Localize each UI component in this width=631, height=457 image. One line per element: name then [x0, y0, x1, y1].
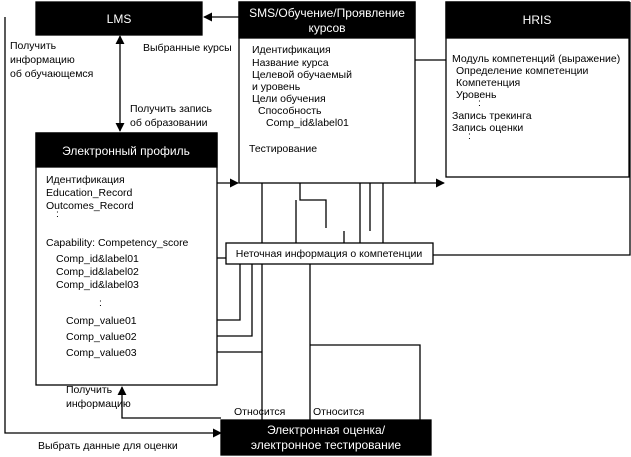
line-lms-to-assessment	[4, 17, 222, 438]
annot-get-edu-record-2: об образовании	[130, 117, 208, 129]
fuzzy-info-box: Неточная информация о компетенции	[225, 242, 434, 265]
profile-label-02: Comp_id&label02	[56, 266, 139, 278]
profile-label-01: Comp_id&label01	[56, 253, 139, 265]
annot-selected-courses: Выбранные курсы	[143, 42, 232, 54]
lms-header	[35, 1, 203, 36]
sms-box: SMS/Обучение/Проявление курсов Идентифик…	[238, 1, 416, 184]
connectors	[4, 2, 631, 438]
sms-item-capability: Способность	[258, 105, 322, 117]
profile-header	[35, 132, 218, 168]
assessment-line2: электронное тестирование	[251, 438, 402, 452]
line-fuzzy-to-hris	[433, 2, 631, 256]
hris-title: HRIS	[523, 13, 552, 27]
sms-item-target-learner: Целевой обучаемый	[252, 69, 352, 81]
annot-relates-2: Относится	[313, 406, 364, 418]
annot-get-info-learner-2: информацию	[10, 54, 75, 66]
profile-item-identification: Идентификация	[46, 174, 125, 186]
profile-item-dots: :	[56, 208, 59, 220]
profile-value-02: Comp_value02	[66, 331, 137, 343]
hris-item-dots-1: :	[478, 97, 481, 109]
profile-item-education: Education_Record	[46, 187, 133, 199]
annot-relates-1: Относится	[234, 406, 285, 418]
hris-item-level: Уровень	[456, 89, 497, 101]
sms-testing: Тестирование	[249, 143, 317, 155]
hris-item-competency: Компетенция	[456, 77, 520, 89]
sms-title-line2: курсов	[308, 21, 345, 35]
annot-get-info-1: Получить	[66, 384, 113, 396]
assessment-line1: Электронная оценка/	[267, 423, 386, 437]
annot-get-edu-record-1: Получить запись	[130, 103, 213, 115]
sms-header	[238, 1, 416, 39]
fuzzy-frame	[225, 242, 434, 265]
lms-title: LMS	[107, 12, 132, 26]
annot-get-info-2: информацию	[66, 398, 131, 410]
fuzzy-label: Неточная информация о компетенции	[236, 248, 423, 260]
profile-label-03: Comp_id&label03	[56, 279, 139, 291]
sms-item-identification: Идентификация	[252, 44, 331, 56]
hris-item-assessment-record: Запись оценки	[452, 122, 523, 134]
assessment-box: Электронная оценка/ электронное тестиров…	[220, 419, 432, 456]
sms-item-goals: Цели обучения	[252, 93, 326, 105]
arrow-assessment-to-profile	[117, 386, 221, 419]
assessment-header	[220, 419, 432, 456]
annot-get-info-learner-1: Получить	[10, 40, 57, 52]
profile-box: Электронный профиль Идентификация Educat…	[35, 132, 218, 386]
annot-select-data: Выбрать данные для оценки	[38, 440, 178, 452]
hris-item-definition: Определение компетенции	[456, 65, 588, 77]
profile-value-01: Comp_value01	[66, 315, 137, 327]
hris-box: HRIS Модуль компетенций (выражение) Опре…	[445, 1, 630, 178]
sms-item-comp-id: Comp_id&label01	[266, 117, 349, 129]
sms-title-line1: SMS/Обучение/Проявление	[249, 6, 405, 20]
sms-item-level: и уровень	[252, 81, 301, 93]
profile-item-outcomes: Outcomes_Record	[46, 200, 134, 212]
hris-item-tracking: Запись трекинга	[452, 110, 532, 122]
hris-header	[445, 1, 630, 39]
annotations: Получить информацию об обучающемся Выбра…	[10, 40, 364, 452]
hris-item-module: Модуль компетенций (выражение)	[452, 53, 620, 65]
annot-get-info-learner-3: об обучающемся	[10, 68, 93, 80]
sms-item-course-name: Название курса	[252, 57, 329, 69]
hris-item-dots-2: :	[468, 130, 471, 142]
profile-label-dots: :	[99, 297, 102, 309]
line-assessment-values	[310, 344, 421, 420]
profile-frame	[35, 132, 218, 386]
profile-value-03: Comp_value03	[66, 347, 137, 359]
line-sms-side	[299, 183, 327, 228]
profile-title: Электронный профиль	[62, 144, 190, 158]
profile-capability: Capability: Competency_score	[46, 237, 189, 249]
lms-box: LMS	[35, 1, 203, 36]
